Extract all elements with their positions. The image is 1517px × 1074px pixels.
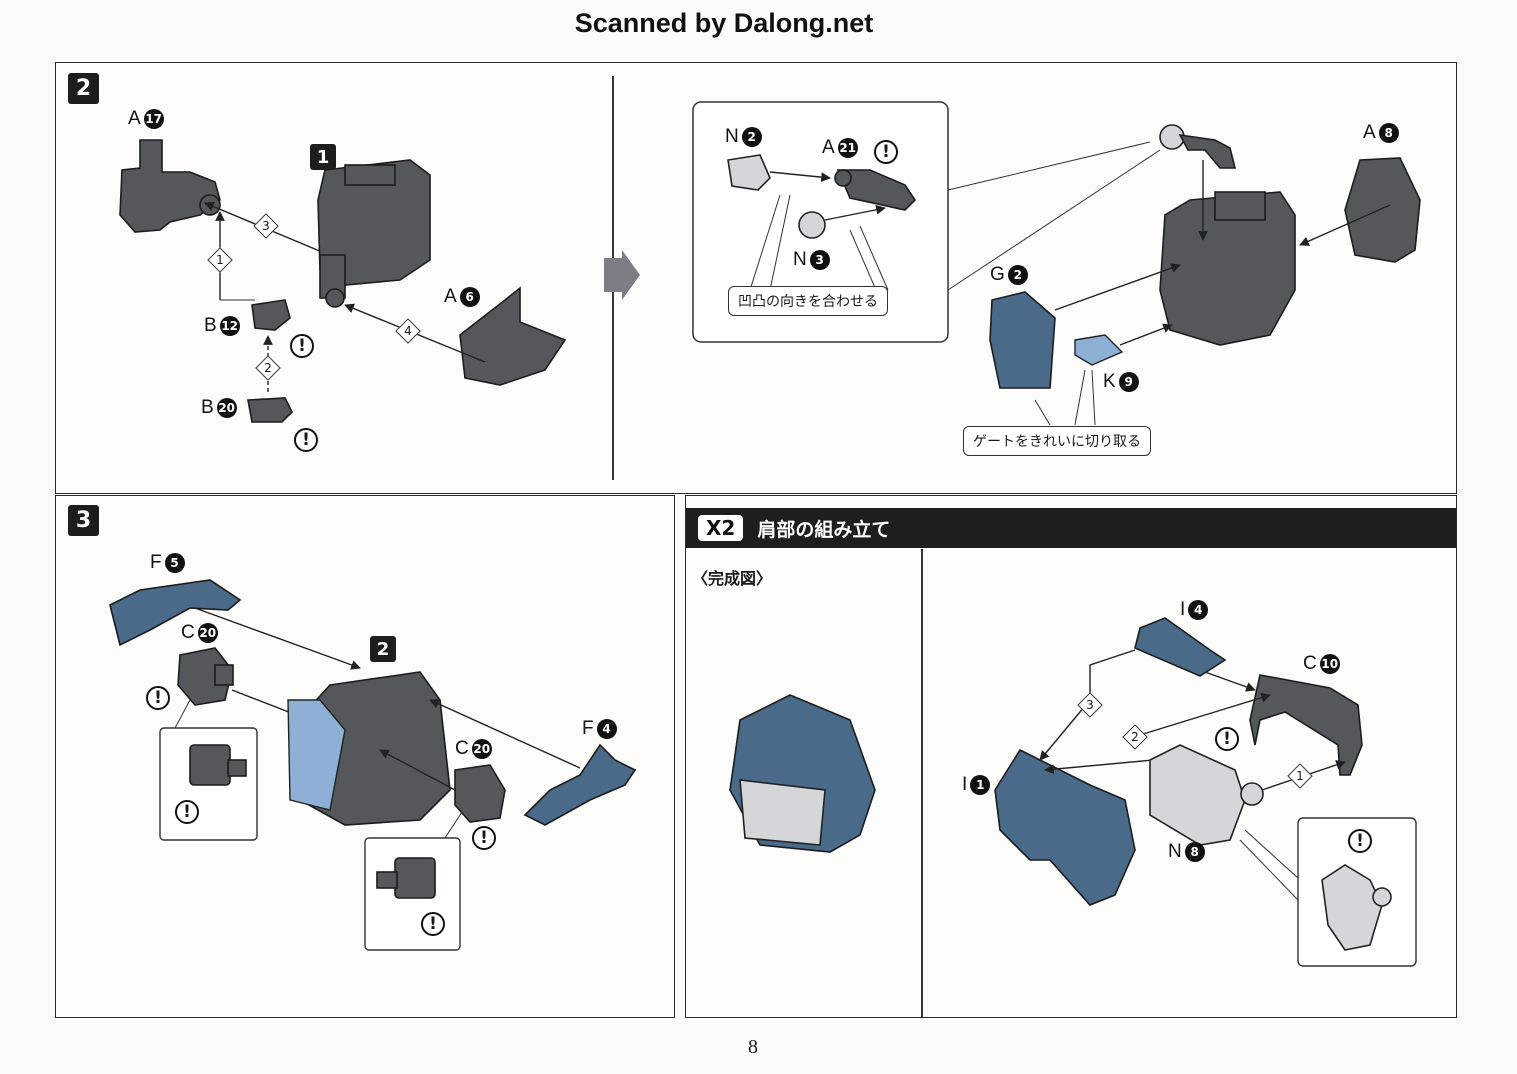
part-a21: [834, 169, 917, 211]
warning-b20: !: [294, 428, 318, 452]
watermark: Scanned by Dalong.net: [574, 8, 874, 38]
part-n8: [1149, 744, 1264, 846]
ref-badge-1: 1: [310, 144, 336, 170]
warning-c20-right: !: [472, 826, 496, 850]
callout-cut-gate: ゲートをきれいに切り取る: [963, 426, 1151, 456]
part-c20-right: [454, 764, 506, 823]
shoulder-order-3: 3: [1079, 694, 1101, 716]
part-i1: [994, 748, 1136, 906]
order-3: 3: [255, 215, 277, 237]
part-body-2: [287, 671, 451, 826]
shoulder-header: X2 肩部の組み立て: [686, 508, 1456, 548]
warning-inset-left: !: [175, 800, 199, 824]
ref-badge-2: 2: [370, 636, 396, 662]
part-c20-left: [177, 647, 234, 706]
shoulder-order-1: 1: [1289, 765, 1311, 787]
shoulder-divider: [921, 549, 923, 1017]
order-1: 1: [209, 249, 231, 271]
warning-a21: !: [874, 140, 898, 164]
times-badge: X2: [698, 515, 744, 541]
part-body-assembled: [1159, 124, 1296, 346]
warning-inset-right: !: [421, 912, 445, 936]
part-b12: [251, 299, 291, 331]
part-n2: [727, 154, 771, 191]
shoulder-order-2: 2: [1124, 726, 1146, 748]
step3-badge: 3: [68, 505, 99, 536]
step2-badge: 2: [68, 73, 99, 104]
warning-c20-left: !: [146, 686, 170, 710]
part-k9: [1074, 334, 1124, 366]
shoulder-complete-view: [729, 694, 876, 853]
part-i4: [1134, 617, 1227, 677]
warning-n8: !: [1215, 727, 1239, 751]
complete-label: 〈完成図〉: [692, 569, 773, 588]
part-a17: [119, 139, 221, 233]
order-4: 4: [397, 320, 419, 342]
part-a8: [1344, 157, 1421, 263]
page-number: 8: [748, 1036, 758, 1058]
part-n3: [798, 211, 826, 239]
part-g2: [989, 291, 1056, 389]
shoulder-title: 肩部の組み立て: [757, 518, 891, 541]
callout-align-notches: 凹凸の向きを合わせる: [728, 286, 888, 316]
part-f5: [109, 579, 242, 647]
order-2: 2: [257, 357, 279, 379]
part-b20: [247, 397, 293, 423]
part-c10: [1249, 674, 1363, 776]
part-body-1: [317, 159, 431, 308]
warning-inset-n8: !: [1348, 829, 1372, 853]
warning-b12: !: [290, 334, 314, 358]
part-f4: [523, 743, 637, 826]
part-a6: [459, 286, 567, 386]
next-arrow: [604, 250, 640, 300]
